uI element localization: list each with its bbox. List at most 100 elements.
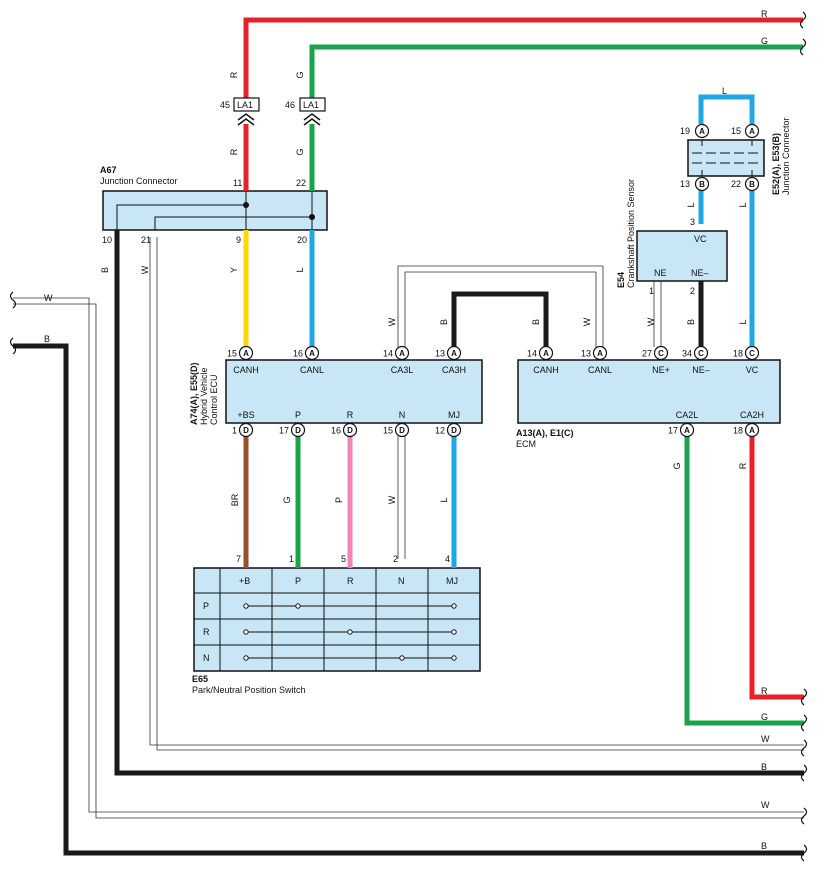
junction-dot: [243, 202, 249, 208]
svg-text:G: G: [761, 36, 768, 46]
svg-text:L: L: [722, 86, 727, 96]
terminal-label: +BS: [237, 410, 254, 420]
connector-id: A: [309, 349, 315, 358]
junction-connector-a67: [102, 190, 328, 231]
svg-text:W: W: [761, 734, 770, 744]
svg-text:Junction Connector: Junction Connector: [781, 117, 791, 195]
colored-wires: [13, 17, 804, 856]
crank-pin-2: 2: [690, 286, 695, 296]
wire-code-label: G: [282, 496, 292, 503]
pn-col-label: P: [295, 576, 301, 586]
connector-pin-circle: [694, 123, 710, 139]
terminal-label: CANL: [300, 365, 324, 375]
connector-pin-circle: [304, 345, 320, 361]
pn-pin-4: 4: [445, 554, 450, 564]
pin-number: 16: [331, 426, 341, 436]
connector-pin-circle: [238, 345, 254, 361]
a67-pin-11: 11: [233, 178, 242, 188]
pn-switch-grid: [194, 568, 480, 671]
terminal-label: CANH: [533, 365, 559, 375]
pn-switch-code: E65: [192, 674, 208, 684]
wire-code-label: L: [439, 497, 449, 502]
pin-number: 15: [227, 349, 237, 359]
pn-switch-contacts: [243, 603, 457, 661]
junction-dot: [309, 214, 315, 220]
hv-control-ecu-box: [225, 359, 483, 424]
connector-id: D: [243, 426, 249, 435]
pn-row-label: P: [203, 601, 209, 611]
wire-code-label: W: [387, 317, 397, 326]
pin-number: 34: [682, 349, 692, 359]
inline-connector-la1: [233, 97, 326, 126]
pin-number: 18: [733, 349, 743, 359]
connector-id: D: [399, 426, 405, 435]
connector-pin-circle: [394, 345, 410, 361]
svg-text:B: B: [761, 841, 767, 851]
connector-pin-circle: [342, 422, 358, 438]
crankshaft-sensor-box: [636, 230, 728, 282]
pn-pin-7: 7: [236, 554, 241, 564]
connector-id: C: [658, 349, 664, 358]
a67-pin-22: 22: [296, 178, 306, 188]
pin-number: 13: [581, 349, 591, 359]
pn-row-label: N: [203, 653, 210, 663]
svg-text:W: W: [761, 800, 770, 810]
pn-pin-2: 2: [393, 554, 398, 564]
wire-code-label: B: [686, 319, 696, 325]
connector-pin-circle: [238, 422, 254, 438]
connector-id: B: [749, 180, 755, 189]
connector-id: A: [749, 426, 755, 435]
svg-text:W: W: [44, 293, 53, 303]
wire-code-label: W: [140, 265, 150, 274]
ecm-name: ECM: [516, 439, 536, 449]
connector-id: D: [451, 426, 457, 435]
crank-vc: VC: [694, 234, 707, 244]
la1-pin-45: 45: [220, 100, 230, 110]
crank-ne: NE: [654, 268, 667, 278]
wire-code-label: B: [439, 319, 449, 325]
a67-pin-10: 10: [102, 235, 112, 245]
connector-id: A: [699, 127, 705, 136]
terminal-label: CANH: [233, 365, 259, 375]
wire-code-label: L: [295, 267, 305, 272]
connector-pin-circle: [290, 422, 306, 438]
wire-code-labels: R G L R G W B W B W B: [44, 9, 770, 851]
connector-pin-circle: [744, 123, 760, 139]
connector-id: A: [749, 127, 755, 136]
wire-code-label: BR: [230, 493, 240, 506]
a67-pin-20: 20: [297, 235, 307, 245]
terminal-label: P: [295, 410, 301, 420]
connector-pin-circle: [653, 345, 669, 361]
wire-code-label: L: [686, 202, 696, 207]
connector-pin-circle: [744, 422, 760, 438]
pin-number: 27: [642, 349, 652, 359]
terminal-label: CA3L: [391, 365, 414, 375]
terminal-label: CA2L: [676, 410, 699, 420]
wire-code-label: R: [738, 462, 748, 469]
la1-label-r: LA1: [237, 100, 253, 110]
pn-row-label: R: [203, 627, 210, 637]
connector-pin-circle: [394, 422, 410, 438]
terminal-label: NE+: [652, 365, 670, 375]
svg-text:R: R: [761, 9, 768, 19]
e52-pin-22: 22: [731, 179, 741, 189]
wire-code-label: G: [295, 71, 305, 78]
pn-col-label: MJ: [446, 576, 458, 586]
svg-text:B: B: [44, 334, 50, 344]
pin-number: 18: [733, 426, 743, 436]
connector-pin-circle: [446, 422, 462, 438]
connector-id: A: [399, 349, 405, 358]
la1-pin-46: 46: [285, 100, 295, 110]
wire-code-label: B: [531, 319, 541, 325]
e52-label: E52(A), E53(B) Junction Connector: [771, 117, 791, 195]
terminal-label: CA3H: [442, 365, 466, 375]
connector-id: D: [347, 426, 353, 435]
la1-label-g: LA1: [303, 100, 319, 110]
wire-code-label: W: [387, 495, 397, 504]
crank-sensor-label: E54 Crankshaft Position Sensor: [616, 179, 636, 288]
pn-col-label: R: [347, 576, 354, 586]
connector-id: A: [684, 426, 690, 435]
terminal-label: CANL: [588, 365, 612, 375]
wire-code-label: P: [334, 497, 344, 503]
